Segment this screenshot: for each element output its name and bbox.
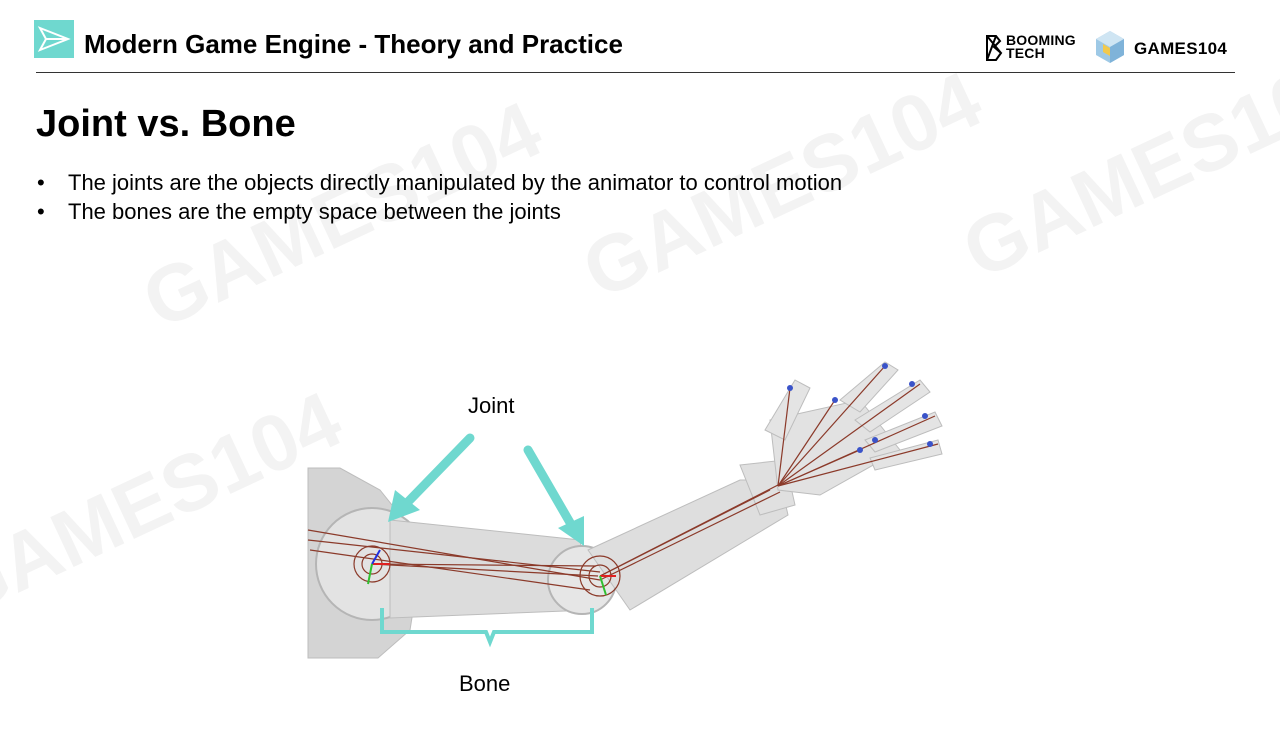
course-title: Modern Game Engine - Theory and Practice	[84, 29, 623, 59]
booming-tech-mark-icon	[986, 35, 1003, 61]
games104-cube-icon	[1096, 31, 1124, 63]
joint-arrow-right-head	[558, 516, 584, 546]
header-divider	[36, 72, 1235, 73]
slide-header: Modern Game Engine - Theory and Practice…	[0, 0, 1280, 74]
games104-text: GAMES104	[1134, 39, 1228, 58]
paper-plane-icon	[34, 20, 74, 58]
arm-rig-illustration	[307, 361, 943, 659]
bone-label: Bone	[459, 671, 511, 696]
bone-bracket	[380, 608, 594, 648]
joint-arrow-left-head	[388, 490, 420, 522]
slide-title: Joint vs. Bone	[36, 103, 296, 145]
tech-text: TECH	[1006, 45, 1045, 61]
bullet-item: The bones are the empty space between th…	[36, 197, 842, 226]
booming-tech-logo: BOOMING TECH	[984, 32, 1084, 66]
bullet-item: The joints are the objects directly mani…	[36, 168, 842, 197]
booming-text: BOOMING	[1006, 32, 1076, 48]
bullet-list: The joints are the objects directly mani…	[36, 168, 842, 226]
games104-logo: GAMES104	[1094, 30, 1244, 66]
joint-label: Joint	[468, 393, 515, 418]
